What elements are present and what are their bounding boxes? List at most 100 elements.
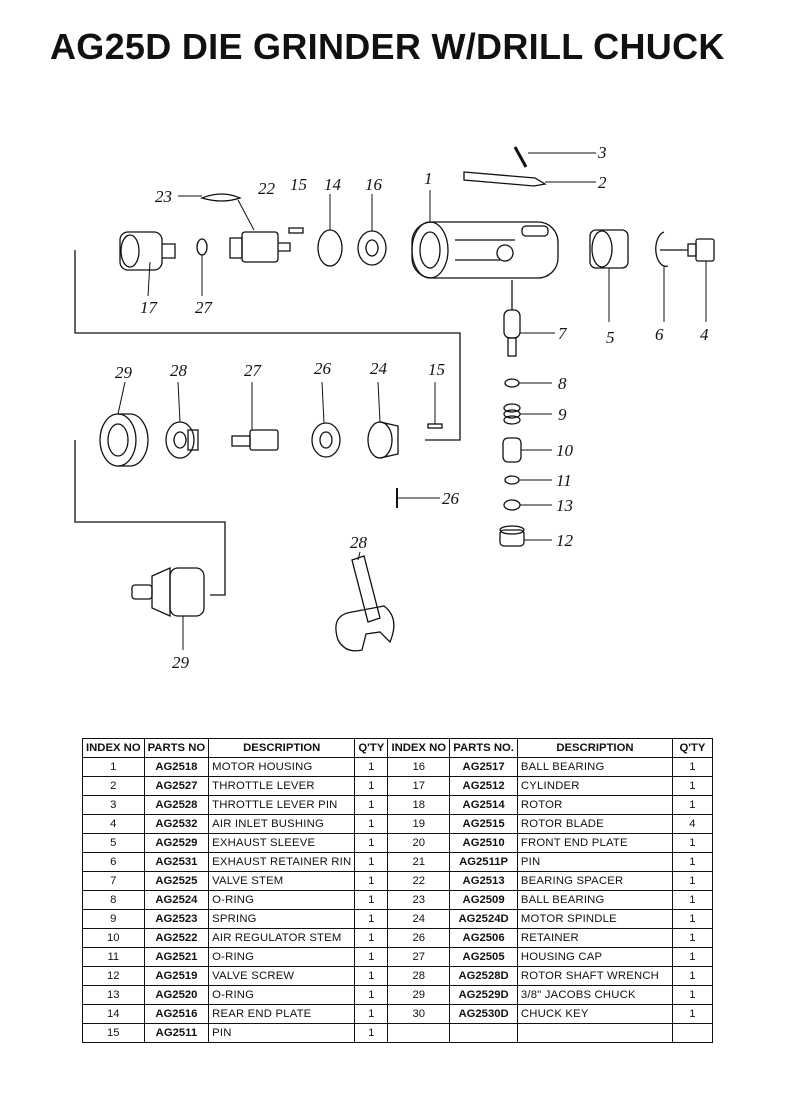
cell-index-no: 7 (82, 871, 145, 891)
cell-index-no: 11 (82, 947, 145, 967)
cell-qty: 1 (354, 909, 389, 929)
cell-description: ROTOR BLADE (516, 814, 673, 834)
cell-parts-no: AG2513 (449, 871, 518, 891)
header-description: DESCRIPTION (208, 738, 356, 758)
callout-3: 3 (597, 143, 607, 162)
cell-parts-no: AG2516 (143, 1004, 210, 1024)
cell-qty (671, 1023, 713, 1043)
cell-description: BALL BEARING (516, 757, 673, 777)
callout-16: 16 (365, 175, 383, 194)
parts-table: INDEX NO PARTS NO DESCRIPTION Q'TY INDEX… (82, 738, 713, 1043)
cell-index-no: 15 (82, 1023, 145, 1043)
cell-description: CHUCK KEY (516, 1004, 673, 1024)
part-10-air-regulator-stem (502, 437, 522, 463)
cell-description: O-RING (208, 890, 356, 910)
cell-qty: 1 (354, 795, 389, 815)
cell-description: AIR INLET BUSHING (208, 814, 356, 834)
cell-parts-no: AG2511 (143, 1023, 210, 1043)
part-12-valve-screw (499, 525, 525, 547)
cell-qty: 1 (354, 757, 389, 777)
part-15-pin (288, 227, 304, 234)
callout-2: 2 (598, 173, 607, 192)
cell-description: BEARING SPACER (516, 871, 673, 891)
part-7-valve-stem-shaft (507, 337, 517, 357)
cell-parts-no: AG2529 (143, 833, 210, 853)
cell-qty: 1 (671, 928, 713, 948)
cell-qty: 1 (354, 871, 389, 891)
cell-parts-no: AG2515 (449, 814, 518, 834)
cell-index-no: 14 (82, 1004, 145, 1024)
part-4-air-inlet-bushing (687, 238, 715, 262)
cell-parts-no: AG2525 (143, 871, 210, 891)
header-qty-2: Q'TY (671, 738, 713, 758)
callout-28: 28 (350, 533, 368, 552)
cell-qty: 4 (671, 814, 713, 834)
cell-index-no: 18 (387, 795, 451, 815)
callout-1: 1 (424, 169, 433, 188)
callout-4: 4 (700, 325, 709, 344)
cell-qty: 1 (354, 928, 389, 948)
callout-13: 13 (556, 496, 573, 515)
cell-description: MOTOR SPINDLE (516, 909, 673, 929)
cell-description: AIR REGULATOR STEM (208, 928, 356, 948)
cell-index-no: 28 (387, 966, 451, 986)
part-27-housing-cap (99, 413, 149, 467)
cell-description: THROTTLE LEVER PIN (208, 795, 356, 815)
cell-qty: 1 (354, 852, 389, 872)
cell-qty: 1 (354, 833, 389, 853)
part-2-throttle-lever (463, 171, 547, 187)
cell-parts-no: AG2509 (449, 890, 518, 910)
page-title: AG25D DIE GRINDER W/DRILL CHUCK (50, 26, 725, 67)
callout-7: 7 (558, 324, 568, 343)
part-20-front-end-plate (367, 421, 399, 459)
cell-parts-no: AG2511P (449, 852, 518, 872)
cell-qty: 1 (671, 795, 713, 815)
cell-parts-no: AG2520 (143, 985, 210, 1005)
cell-qty: 1 (354, 985, 389, 1005)
cell-index-no: 6 (82, 852, 145, 872)
cell-parts-no: AG2532 (143, 814, 210, 834)
cell-parts-no: AG2528 (143, 795, 210, 815)
cell-parts-no: AG2530D (449, 1004, 518, 1024)
part-15-pin-lower (427, 423, 443, 429)
part-18-rotor (229, 231, 291, 263)
callout-15: 15 (290, 175, 307, 194)
cell-description: HOUSING CAP (516, 947, 673, 967)
callout-9: 9 (558, 405, 567, 424)
header-parts-no-2: PARTS NO. (449, 738, 518, 758)
cell-index-no: 10 (82, 928, 145, 948)
callout-27: 29 (115, 363, 133, 382)
cell-parts-no: AG2505 (449, 947, 518, 967)
cell-description: VALVE SCREW (208, 966, 356, 986)
cell-index-no: 24 (387, 909, 451, 929)
callout-21: 26 (442, 489, 460, 508)
cell-description: O-RING (208, 947, 356, 967)
cell-parts-no: AG2512 (449, 776, 518, 796)
callout-20: 24 (370, 359, 388, 378)
callout-24: 27 (244, 361, 263, 380)
cell-qty: 1 (671, 1004, 713, 1024)
cell-index-no: 26 (387, 928, 451, 948)
cell-description (516, 1023, 673, 1043)
cell-parts-no: AG2524D (449, 909, 518, 929)
part-6-exhaust-retainer-ring (655, 231, 669, 267)
exploded-parts-diagram: 3 2 23 22 15 14 16 1 17 27 5 6 4 7 8 9 1… (74, 143, 715, 672)
cell-description: THROTTLE LEVER (208, 776, 356, 796)
cell-index-no: 13 (82, 985, 145, 1005)
cell-parts-no: AG2524 (143, 890, 210, 910)
cell-description: REAR END PLATE (208, 1004, 356, 1024)
callout-23: 26 (314, 359, 332, 378)
cell-qty: 1 (671, 852, 713, 872)
cell-index-no: 9 (82, 909, 145, 929)
callout-8: 8 (558, 374, 567, 393)
cell-index-no: 4 (82, 814, 145, 834)
part-9-spring (503, 403, 521, 425)
cell-index-no: 2 (82, 776, 145, 796)
